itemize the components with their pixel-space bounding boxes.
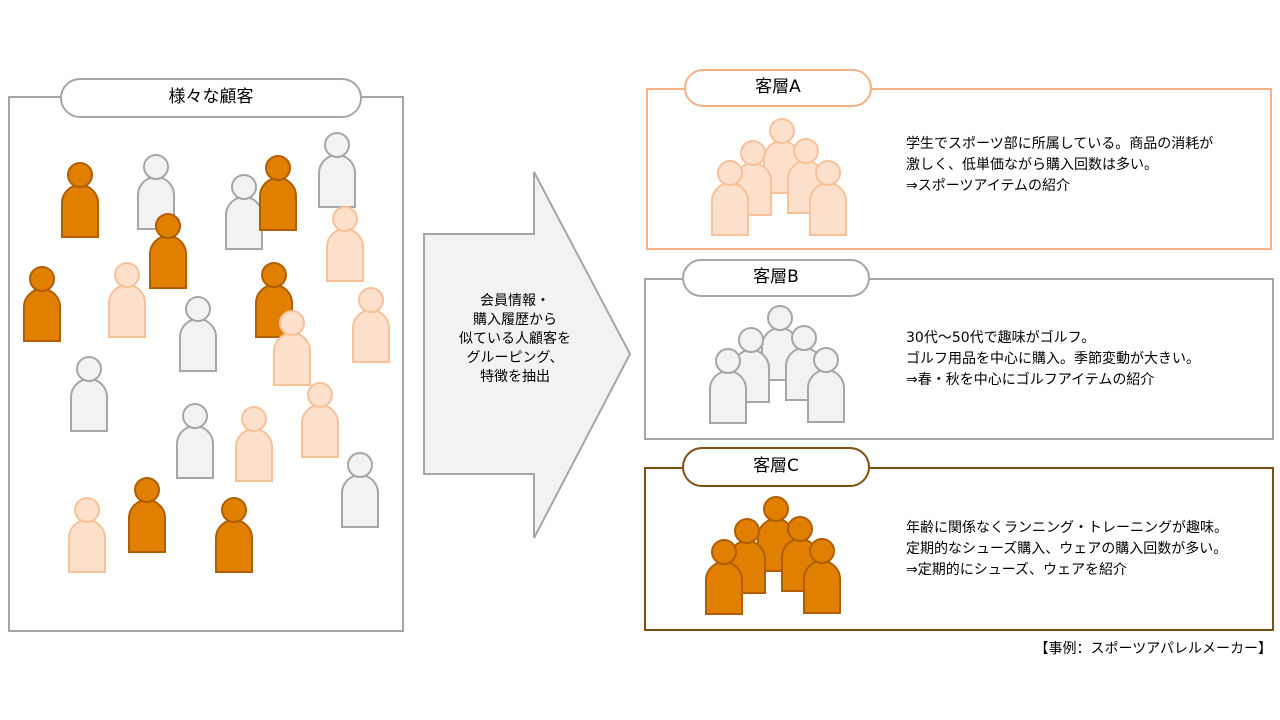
arrow-text-line: 購入履歴から <box>473 312 557 328</box>
person-icon <box>235 406 277 490</box>
segment-c-line: 定期的なシューズ購入、ウェアの購入回数が多い。 <box>906 541 1228 557</box>
arrow-text-line: 似ている人顧客を <box>459 331 571 347</box>
person-icon <box>23 266 65 350</box>
person-icon <box>341 452 383 536</box>
grouping-arrow-text: 会員情報・ 購入履歴から 似ている人顧客を グルーピング、 特徴を抽出 <box>430 292 600 387</box>
segment-b-line: 30代～50代で趣味がゴルフ。 <box>906 330 1096 346</box>
person-icon <box>809 160 851 244</box>
person-icon <box>70 356 112 440</box>
customer-pool-title: 様々な顧客 <box>60 78 362 118</box>
person-icon <box>149 213 191 297</box>
segment-b-label-text: 客層B <box>753 267 799 287</box>
case-study-note: 【事例：スポーツアパレルメーカー】 <box>1034 641 1272 657</box>
segment-a-label: 客層A <box>684 69 872 107</box>
person-icon <box>705 539 747 623</box>
person-icon <box>711 160 753 244</box>
segment-c-label: 客層C <box>682 447 870 487</box>
segment-a-description: 学生でスポーツ部に所属している。商品の消耗が 激しく、低単価ながら購入回数は多い… <box>906 134 1213 197</box>
segment-c-line: ⇒定期的にシューズ、ウェアを紹介 <box>906 562 1128 578</box>
person-icon <box>259 155 301 239</box>
segment-b-description: 30代～50代で趣味がゴルフ。 ゴルフ用品を中心に購入。季節変動が大きい。 ⇒春… <box>906 328 1200 391</box>
person-icon <box>128 477 170 561</box>
person-icon <box>803 538 845 622</box>
person-icon <box>318 132 360 216</box>
segment-a-line: ⇒スポーツアイテムの紹介 <box>906 178 1071 194</box>
segment-b-label: 客層B <box>682 259 870 297</box>
customer-pool-title-text: 様々な顧客 <box>168 87 254 107</box>
person-icon <box>61 162 103 246</box>
person-icon <box>352 287 394 371</box>
arrow-text-line: 会員情報・ <box>480 293 550 309</box>
segment-c-description: 年齢に関係なくランニング・トレーニングが趣味。 定期的なシューズ購入、ウェアの購… <box>906 518 1228 581</box>
person-icon <box>176 403 218 487</box>
arrow-text-line: 特徴を抽出 <box>480 369 550 385</box>
person-icon <box>225 174 267 258</box>
segment-c-label-text: 客層C <box>753 456 799 476</box>
segment-c-line: 年齢に関係なくランニング・トレーニングが趣味。 <box>906 520 1228 536</box>
arrow-text-line: グルーピング、 <box>466 350 564 366</box>
person-icon <box>215 497 257 581</box>
segment-b-line: ゴルフ用品を中心に購入。季節変動が大きい。 <box>906 351 1200 367</box>
person-icon <box>709 348 751 432</box>
segment-a-label-text: 客層A <box>755 77 801 97</box>
person-icon <box>68 497 110 581</box>
person-icon <box>273 310 315 394</box>
person-icon <box>179 296 221 380</box>
segment-a-line: 激しく、低単価ながら購入回数は多い。 <box>906 157 1158 173</box>
person-icon <box>301 382 343 466</box>
person-icon <box>108 262 150 346</box>
segment-b-line: ⇒春・秋を中心にゴルフアイテムの紹介 <box>906 372 1155 388</box>
person-icon <box>807 347 849 431</box>
person-icon <box>326 206 368 290</box>
segment-a-line: 学生でスポーツ部に所属している。商品の消耗が <box>906 136 1214 152</box>
